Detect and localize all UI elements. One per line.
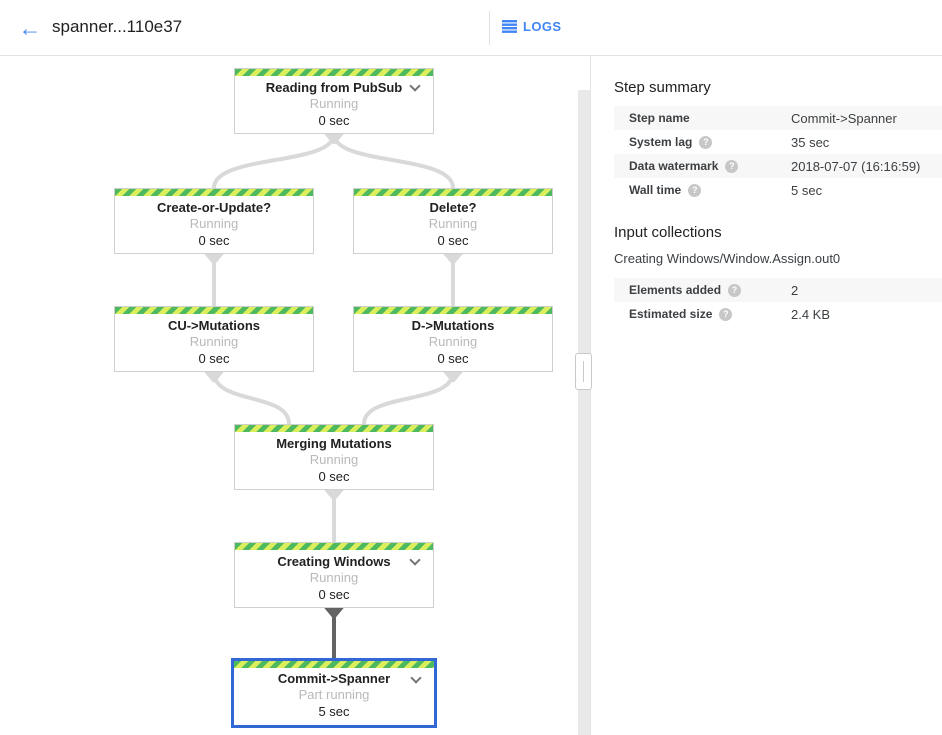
edge-pubsub-create: [212, 132, 336, 190]
help-icon[interactable]: ?: [725, 159, 739, 173]
running-stripe: [354, 307, 552, 314]
node-time: 0 sec: [198, 233, 230, 248]
row-label: System lag: [629, 135, 693, 149]
graph-node-cu-mutations[interactable]: CU->Mutations Running 0 sec: [114, 306, 314, 372]
edge-pubsub-delete: [332, 132, 455, 190]
node-status: Running: [189, 334, 239, 349]
node-time: 5 sec: [318, 704, 350, 719]
graph-node-delete[interactable]: Delete? Running 0 sec: [353, 188, 553, 254]
edge-dmut-merge: [362, 370, 455, 426]
running-stripe: [235, 69, 433, 76]
node-time: 0 sec: [437, 351, 469, 366]
node-title: Creating Windows: [277, 554, 391, 569]
graph-node-reading-from-pubsub[interactable]: Reading from PubSub Running 0 sec: [234, 68, 434, 134]
row-label: Wall time: [629, 183, 682, 197]
edge-arrow: [443, 371, 463, 383]
input-collections-table: Elements added ? 2 Estimated size ? 2.4 …: [614, 278, 942, 326]
row-value: 35 sec: [791, 134, 830, 150]
row-value: 2.4 KB: [791, 306, 831, 322]
node-status: Running: [309, 570, 359, 585]
node-title: Merging Mutations: [276, 436, 392, 451]
help-icon[interactable]: ?: [699, 135, 713, 149]
row-value: 5 sec: [791, 182, 823, 198]
row-label: Data watermark: [629, 159, 719, 173]
node-status: Part running: [298, 687, 370, 702]
edge-arrow: [324, 489, 344, 501]
node-title: Reading from PubSub: [265, 80, 403, 95]
help-icon[interactable]: ?: [728, 283, 742, 297]
node-status: Running: [189, 216, 239, 231]
splitter-grip: [583, 361, 584, 382]
logs-list-icon: [502, 20, 517, 33]
table-row: Data watermark ? 2018-07-07 (16:16:59): [614, 154, 942, 178]
running-stripe: [115, 189, 313, 196]
graph-node-create-or-update[interactable]: Create-or-Update? Running 0 sec: [114, 188, 314, 254]
edge-arrow-selected: [324, 607, 344, 619]
job-graph-canvas[interactable]: Reading from PubSub Running 0 sec Create…: [0, 56, 578, 735]
row-label: Elements added: [629, 283, 722, 297]
help-icon[interactable]: ?: [688, 183, 702, 197]
node-title: Commit->Spanner: [277, 671, 391, 686]
node-title: D->Mutations: [411, 318, 495, 333]
graph-node-commit-spanner-selected[interactable]: Commit->Spanner Part running 5 sec: [231, 658, 437, 728]
row-label: Step name: [629, 111, 690, 125]
input-collections-heading: Input collections: [614, 224, 722, 241]
node-time: 0 sec: [318, 587, 350, 602]
panel-splitter-track: [578, 90, 591, 735]
node-status: Running: [428, 216, 478, 231]
graph-edges: [204, 132, 463, 658]
table-row: Elements added ? 2: [614, 278, 942, 302]
node-time: 0 sec: [437, 233, 469, 248]
help-icon[interactable]: ?: [719, 307, 733, 321]
edge-cumut-merge: [212, 370, 291, 426]
graph-node-merging-mutations[interactable]: Merging Mutations Running 0 sec: [234, 424, 434, 490]
edge-arrow: [204, 253, 224, 265]
node-time: 0 sec: [318, 469, 350, 484]
edge-arrow: [204, 371, 224, 383]
header-divider: [489, 11, 490, 45]
step-details-panel: Step Step summary Step name Commit->Span…: [590, 0, 942, 735]
back-arrow-icon[interactable]: ←: [18, 15, 42, 41]
running-stripe: [234, 661, 434, 668]
step-summary-heading: Step summary: [614, 79, 711, 96]
node-title: Create-or-Update?: [156, 200, 272, 215]
graph-node-d-mutations[interactable]: D->Mutations Running 0 sec: [353, 306, 553, 372]
table-row: Estimated size ? 2.4 KB: [614, 302, 942, 326]
node-time: 0 sec: [318, 113, 350, 128]
logs-button[interactable]: LOGS: [502, 19, 561, 34]
input-collection-name: Creating Windows/Window.Assign.out0: [614, 251, 841, 266]
edge-arrow: [324, 133, 344, 145]
top-header: ← spanner...110e37 LOGS: [0, 0, 942, 56]
node-title: CU->Mutations: [167, 318, 261, 333]
table-row: Wall time ? 5 sec: [614, 178, 942, 202]
running-stripe: [235, 543, 433, 550]
row-value: 2: [791, 282, 799, 298]
node-time: 0 sec: [198, 351, 230, 366]
running-stripe: [354, 189, 552, 196]
logs-button-label: LOGS: [523, 19, 562, 34]
row-label: Estimated size: [629, 307, 713, 321]
panel-splitter-handle[interactable]: [575, 353, 592, 390]
table-row: Step name Commit->Spanner: [614, 106, 942, 130]
node-title: Delete?: [429, 200, 477, 215]
graph-node-creating-windows[interactable]: Creating Windows Running 0 sec: [234, 542, 434, 608]
row-value: Commit->Spanner: [791, 110, 897, 126]
running-stripe: [115, 307, 313, 314]
job-title: spanner...110e37: [52, 17, 183, 36]
step-summary-table: Step name Commit->Spanner System lag ? 3…: [614, 106, 942, 202]
edge-arrow: [443, 253, 463, 265]
row-value: 2018-07-07 (16:16:59): [791, 158, 921, 174]
node-status: Running: [428, 334, 478, 349]
table-row: System lag ? 35 sec: [614, 130, 942, 154]
running-stripe: [235, 425, 433, 432]
node-status: Running: [309, 452, 359, 467]
node-status: Running: [309, 96, 359, 111]
